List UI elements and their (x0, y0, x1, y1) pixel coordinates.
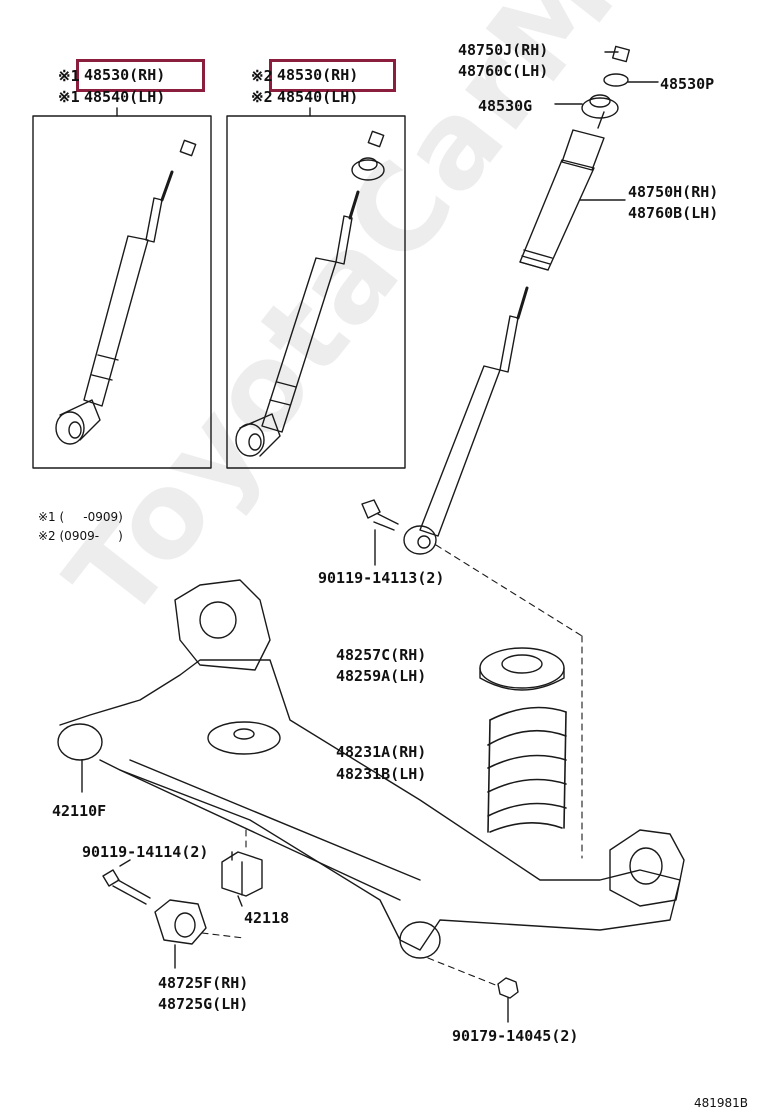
part-label-90179-14045[interactable]: 90179-14045(2) (452, 1027, 579, 1045)
bushing-48725-drawing (154, 899, 207, 945)
part-label-90119-14114[interactable]: 90119-14114(2) (82, 843, 209, 861)
box2-mark-1: ※2 (251, 67, 273, 85)
part-label-48725f[interactable]: 48725F(RH) (158, 974, 249, 992)
part-label-48530-rh-box2[interactable]: 48530(RH) (277, 66, 359, 84)
highlight-box-2 (269, 59, 396, 92)
note-2: ※2 (0909- ) (38, 529, 123, 543)
part-label-48530g[interactable]: 48530G (478, 97, 533, 115)
part-label-48231a[interactable]: 48231A(RH) (336, 743, 427, 761)
shock-box-2 (226, 115, 406, 469)
part-label-48760b[interactable]: 48760B(LH) (628, 204, 719, 222)
part-label-48530-rh-box1[interactable]: 48530(RH) (84, 66, 166, 84)
axle-beam-drawing (57, 579, 685, 959)
bolt-90119-14114-drawing (102, 859, 151, 905)
coil-spring-drawing (487, 706, 567, 833)
part-label-48750j[interactable]: 48750J(RH) (458, 41, 549, 59)
part-label-48231b[interactable]: 48231B(LH) (336, 765, 427, 783)
box1-mark-2: ※1 (58, 88, 80, 106)
part-label-48259a[interactable]: 48259A(LH) (336, 667, 427, 685)
shock-box-1 (32, 115, 212, 469)
nut-90179-drawing (497, 977, 519, 1023)
diagram-id: 481981B (694, 1096, 749, 1110)
part-label-48750h[interactable]: 48750H(RH) (628, 183, 719, 201)
part-label-48760c[interactable]: 48760C(LH) (458, 62, 549, 80)
part-label-48725g[interactable]: 48725G(LH) (158, 995, 249, 1013)
part-label-48530p[interactable]: 48530P (660, 75, 715, 93)
box1-mark-1: ※1 (58, 67, 80, 85)
bolt-90119-14113-drawing (361, 499, 399, 566)
box2-mark-2: ※2 (251, 88, 273, 106)
highlight-box-1 (76, 59, 205, 92)
part-label-48540-lh-box2[interactable]: 48540(LH) (277, 88, 359, 106)
shock-absorber-2-drawing (235, 130, 385, 457)
part-label-42110f[interactable]: 42110F (52, 802, 107, 820)
note-1: ※1 ( -0909) (38, 510, 123, 524)
spring-seat-drawing (479, 647, 565, 691)
exploded-shock-drawing (403, 45, 631, 555)
part-label-90119-14113[interactable]: 90119-14113(2) (318, 569, 445, 587)
shock-absorber-1-drawing (55, 139, 197, 445)
part-label-42118[interactable]: 42118 (244, 909, 290, 927)
part-label-48540-lh-box1[interactable]: 48540(LH) (84, 88, 166, 106)
bumper-42118-drawing (221, 851, 263, 897)
part-label-48257c[interactable]: 48257C(RH) (336, 646, 427, 664)
